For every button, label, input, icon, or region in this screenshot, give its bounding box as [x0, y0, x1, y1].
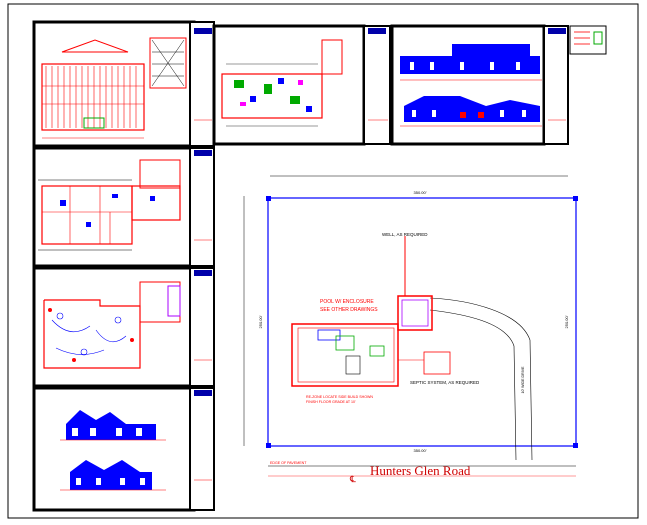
legend-block [569, 25, 607, 55]
elevations-panel-left [32, 386, 215, 512]
elevations-panel-right [390, 24, 569, 146]
pavement-label: EDGE OF PAVEMENT [270, 461, 307, 465]
electrical-plan-panel [32, 266, 215, 388]
site-plan [243, 175, 578, 477]
left-dimension-label: 250.00' [258, 315, 263, 328]
septic-note: SEPTIC SYSTEM, AS REQUIRED [410, 380, 480, 385]
building-note-2: FINISH FLOOR GRADE AT 10' [306, 400, 356, 404]
title-block-lines [194, 119, 566, 481]
title-blocks [194, 28, 566, 396]
right-dimension-label: 250.00' [564, 315, 569, 328]
well-note: WELL, AS REQUIRED [382, 232, 428, 237]
pool-note-1: POOL W/ ENCLOSURE [320, 299, 374, 305]
top-dimension-label: 350.00' [414, 190, 427, 195]
building-note-1: RE-ZONE LOCATE SIDE BUILD SHOWN [306, 395, 373, 399]
pool-note-2: SEE OTHER DRAWINGS [320, 307, 378, 313]
road-name: Hunters Glen Road [370, 463, 471, 478]
property-line [267, 197, 577, 447]
bottom-dimension-label: 350.00' [414, 448, 427, 453]
detail-floor-panel [212, 24, 391, 146]
roof-framing-panel [32, 20, 215, 148]
centerline-symbol: ℄ [349, 474, 356, 484]
driveway-label: 10' WIDE DRIVE [521, 366, 525, 394]
sheet-border [7, 3, 639, 519]
floor-plan-panel [32, 146, 215, 268]
